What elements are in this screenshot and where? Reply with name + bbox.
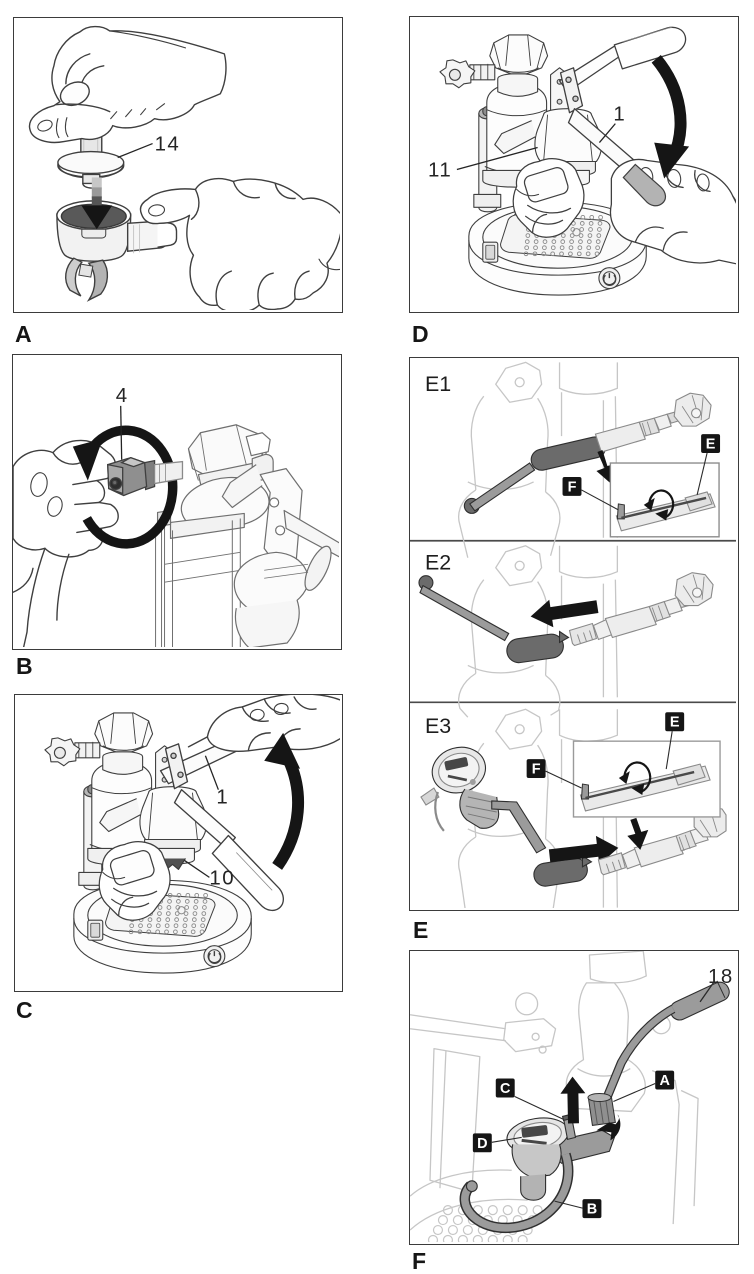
svg-text:10: 10 [209,867,235,889]
svg-text:E2: E2 [425,551,451,575]
svg-text:A: A [659,1073,670,1089]
svg-text:C: C [500,1081,511,1097]
svg-text:E: E [706,437,716,453]
svg-text:E1: E1 [425,372,451,396]
svg-text:4: 4 [116,385,129,407]
svg-text:E3: E3 [425,714,451,738]
svg-text:14: 14 [155,134,181,156]
svg-text:1: 1 [216,787,229,809]
svg-text:D: D [477,1136,487,1152]
svg-text:1: 1 [613,104,626,126]
svg-text:F: F [532,762,541,778]
svg-text:B: B [587,1202,597,1218]
svg-text:F: F [568,479,577,495]
svg-text:11: 11 [428,159,452,181]
svg-text:E: E [670,715,680,731]
